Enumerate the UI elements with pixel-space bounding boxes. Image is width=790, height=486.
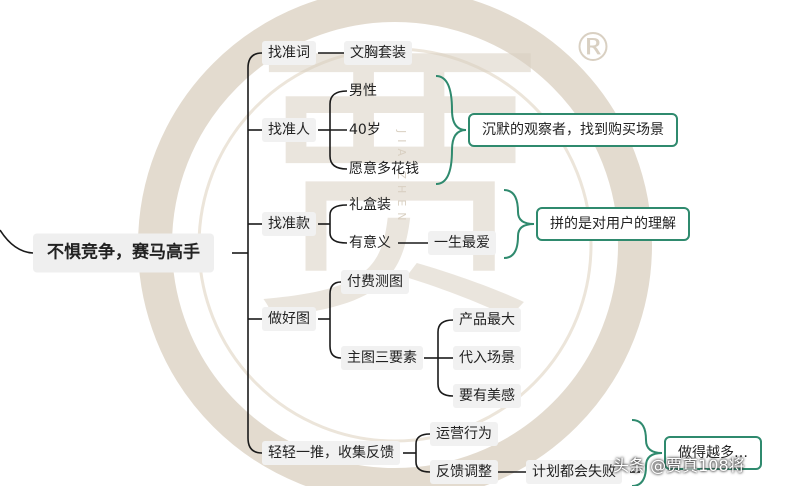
node-meaningful[interactable]: 有意义 bbox=[349, 235, 391, 251]
branch-find-keyword[interactable]: 找准词 bbox=[262, 41, 316, 65]
node-plans-fail[interactable]: 计划都会失败 bbox=[526, 460, 622, 484]
b3-summary-brace bbox=[503, 189, 535, 259]
branch-make-images[interactable]: 做好图 bbox=[262, 307, 316, 331]
summary-silent-observer[interactable]: 沉默的观察者，找到购买场景 bbox=[468, 113, 678, 147]
b5-bracket bbox=[415, 433, 431, 473]
main-spine bbox=[247, 52, 263, 454]
node-operations[interactable]: 运营行为 bbox=[430, 422, 498, 446]
b3-bracket bbox=[329, 204, 348, 244]
node-immersive-scene[interactable]: 代入场景 bbox=[453, 346, 521, 370]
summary-do-more[interactable]: 做得越多… bbox=[664, 436, 762, 470]
node-age-40[interactable]: 40岁 bbox=[349, 122, 381, 138]
branch-find-style[interactable]: 找准款 bbox=[262, 212, 316, 236]
summary-understand-users[interactable]: 拼的是对用户的理解 bbox=[536, 207, 690, 241]
branch-find-people[interactable]: 找准人 bbox=[262, 118, 316, 142]
node-paid-image-test[interactable]: 付费测图 bbox=[341, 270, 409, 294]
b5-summary-brace bbox=[631, 419, 663, 486]
node-feedback-adjust[interactable]: 反馈调整 bbox=[430, 460, 498, 484]
branch-push-feedback[interactable]: 轻轻一推，收集反馈 bbox=[262, 441, 400, 465]
root-topic[interactable]: 不惧竞争，赛马高手 bbox=[33, 233, 214, 273]
node-bra-set[interactable]: 文胸套装 bbox=[344, 41, 412, 65]
author-credit: 头条 @贾真108将 bbox=[613, 456, 745, 475]
node-lifelong-love[interactable]: 一生最爱 bbox=[428, 231, 496, 255]
node-gift-box[interactable]: 礼盒装 bbox=[349, 197, 391, 213]
b4-bracket bbox=[329, 281, 342, 359]
node-main-image-elements[interactable]: 主图三要素 bbox=[341, 346, 423, 370]
node-product-largest[interactable]: 产品最大 bbox=[453, 308, 521, 332]
node-willing-to-spend[interactable]: 愿意多花钱 bbox=[349, 161, 419, 177]
node-male[interactable]: 男性 bbox=[349, 83, 377, 99]
root-incoming-line bbox=[0, 229, 34, 254]
b2-summary-brace bbox=[435, 75, 467, 185]
node-aesthetic[interactable]: 要有美感 bbox=[453, 384, 521, 408]
